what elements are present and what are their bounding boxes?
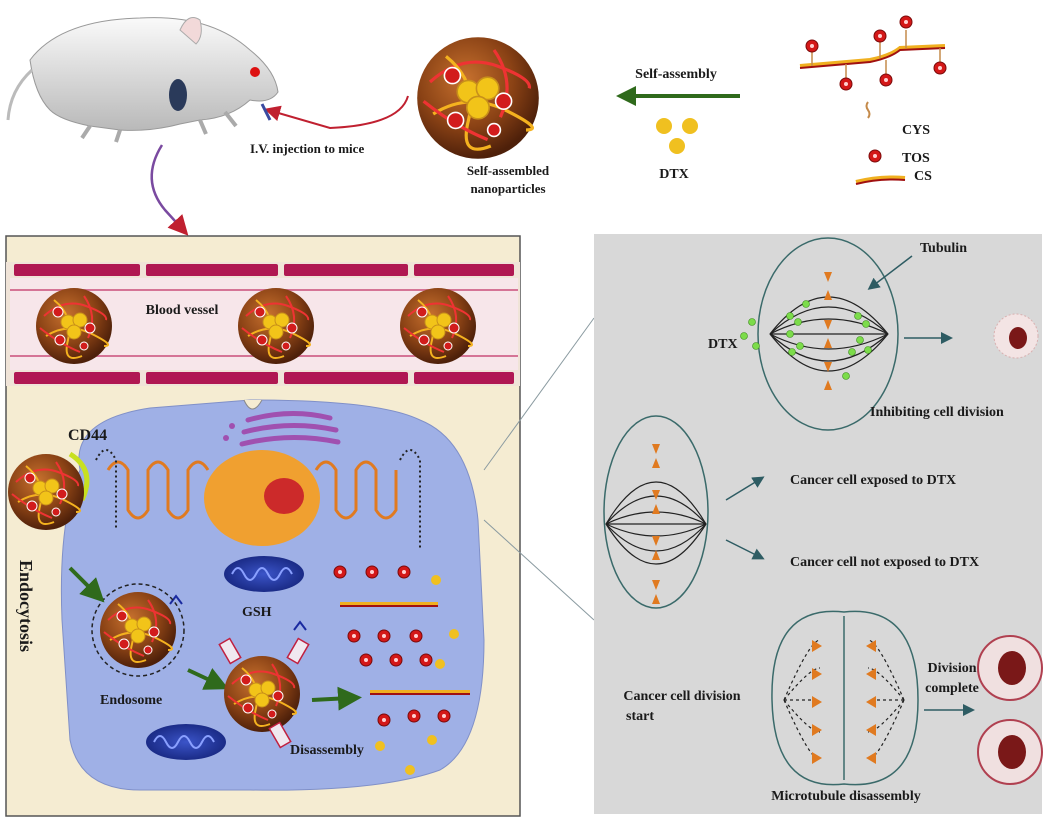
dtx-cluster (656, 118, 698, 154)
released-polymers (333, 565, 470, 775)
vessel-nanoparticle-1 (35, 287, 113, 365)
nucleus (204, 450, 320, 546)
mouse (6, 17, 279, 143)
division-complete-line2: complete (925, 681, 979, 696)
vessel-nanoparticle-2 (237, 287, 315, 365)
disassembly-label: Disassembly (290, 743, 364, 758)
self-assembled-nanoparticle (415, 35, 541, 161)
endocytosis-label: Endocytosis (16, 560, 36, 652)
inhibited-cell (757, 237, 899, 431)
iv-injection-label: I.V. injection to mice (250, 141, 364, 156)
microtubule-label: Microtubule disassembly (771, 789, 920, 804)
legend: CYS TOS CS (855, 101, 932, 185)
apoptotic-cell (993, 313, 1039, 359)
mitochondrion-2 (146, 724, 226, 760)
binding-nanoparticle (7, 453, 85, 531)
daughter-cells (977, 635, 1043, 785)
dividing-cell (603, 415, 709, 609)
legend-cs-symbol (855, 178, 906, 185)
legend-tos-symbol (868, 149, 882, 163)
dtx-label-top: DTX (659, 167, 689, 182)
dtx-label-right: DTX (708, 337, 738, 352)
nucleolus (264, 478, 304, 514)
division-complete-line1: Division (927, 661, 976, 676)
right-panel: DTX Tubulin Inhibiting cell division (594, 234, 1043, 814)
gsh-label: GSH (242, 605, 272, 620)
division-start-line2: start (626, 709, 654, 724)
injection-site (169, 79, 187, 111)
self-assembly-label: Self-assembly (635, 67, 717, 82)
legend-cys: CYS (902, 123, 930, 138)
endosome-label: Endosome (100, 693, 162, 708)
anaphase-cell (771, 610, 919, 786)
cd44-receptor (68, 451, 90, 502)
disassembling-nanoparticle (223, 655, 301, 733)
iv-injection-arrow (264, 95, 409, 130)
blood-vessel-label: Blood vessel (146, 303, 219, 318)
self-assembled-label-line1: Self-assembled (467, 163, 550, 178)
endoplasmic-reticulum-left (106, 460, 210, 520)
division-start-line1: Cancer cell division (623, 689, 740, 704)
inhibiting-label: Inhibiting cell division (870, 405, 1004, 420)
down-arrow (150, 144, 189, 236)
dtx-bound-tubulin (740, 300, 872, 380)
not-exposed-label: Cancer cell not exposed to DTX (790, 555, 979, 570)
exposed-label: Cancer cell exposed to DTX (790, 473, 956, 488)
golgi (239, 411, 341, 447)
cd44-label: CD44 (68, 427, 107, 444)
legend-cys-symbol (865, 101, 871, 119)
legend-tos: TOS (902, 151, 930, 166)
self-assembled-label-line2: nanoparticles (470, 181, 545, 196)
endoplasmic-reticulum-right (314, 460, 398, 520)
endosome-nanoparticle (99, 591, 177, 669)
left-panel: Blood vessel GSH (5, 235, 521, 817)
endosome-membrane (91, 583, 185, 677)
legend-cs: CS (914, 169, 932, 184)
tubulin-label: Tubulin (920, 241, 967, 256)
mitochondrion-1 (224, 556, 304, 592)
cs-polymer-chain (799, 15, 947, 91)
vessel-nanoparticle-3 (399, 287, 477, 365)
